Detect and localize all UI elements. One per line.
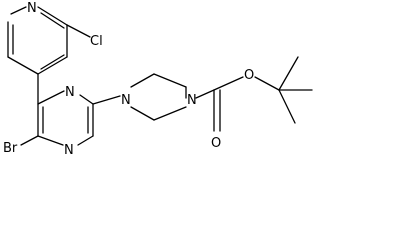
pyrazine-ring: [37, 90, 94, 146]
pyrazine-n-bottom-label: N: [64, 143, 74, 158]
structure-canvas: N Cl N Br N N N O O: [3, 1, 313, 158]
ester-o-label: O: [244, 68, 254, 83]
pyridine-ring: [7, 6, 68, 75]
piperazine-n-left-label: N: [121, 93, 131, 108]
bromo-label: Br: [3, 141, 18, 156]
carbonyl-o-label: O: [211, 136, 221, 151]
chemical-structure-diagram: N Cl N Br N N N O O: [3, 1, 313, 158]
boc-carbamate: [195, 56, 313, 132]
piperazine-ring: [130, 73, 187, 121]
pyrazine-piperazine-bond: [92, 95, 121, 105]
pyrazine-n-top-label: N: [65, 85, 75, 100]
piperazine-n-right-label: N: [187, 93, 197, 108]
pyridine-n-label: N: [27, 1, 37, 16]
c-cl-bond: [66, 24, 91, 38]
chloro-label: Cl: [90, 34, 103, 49]
c-br-bond: [20, 135, 39, 146]
